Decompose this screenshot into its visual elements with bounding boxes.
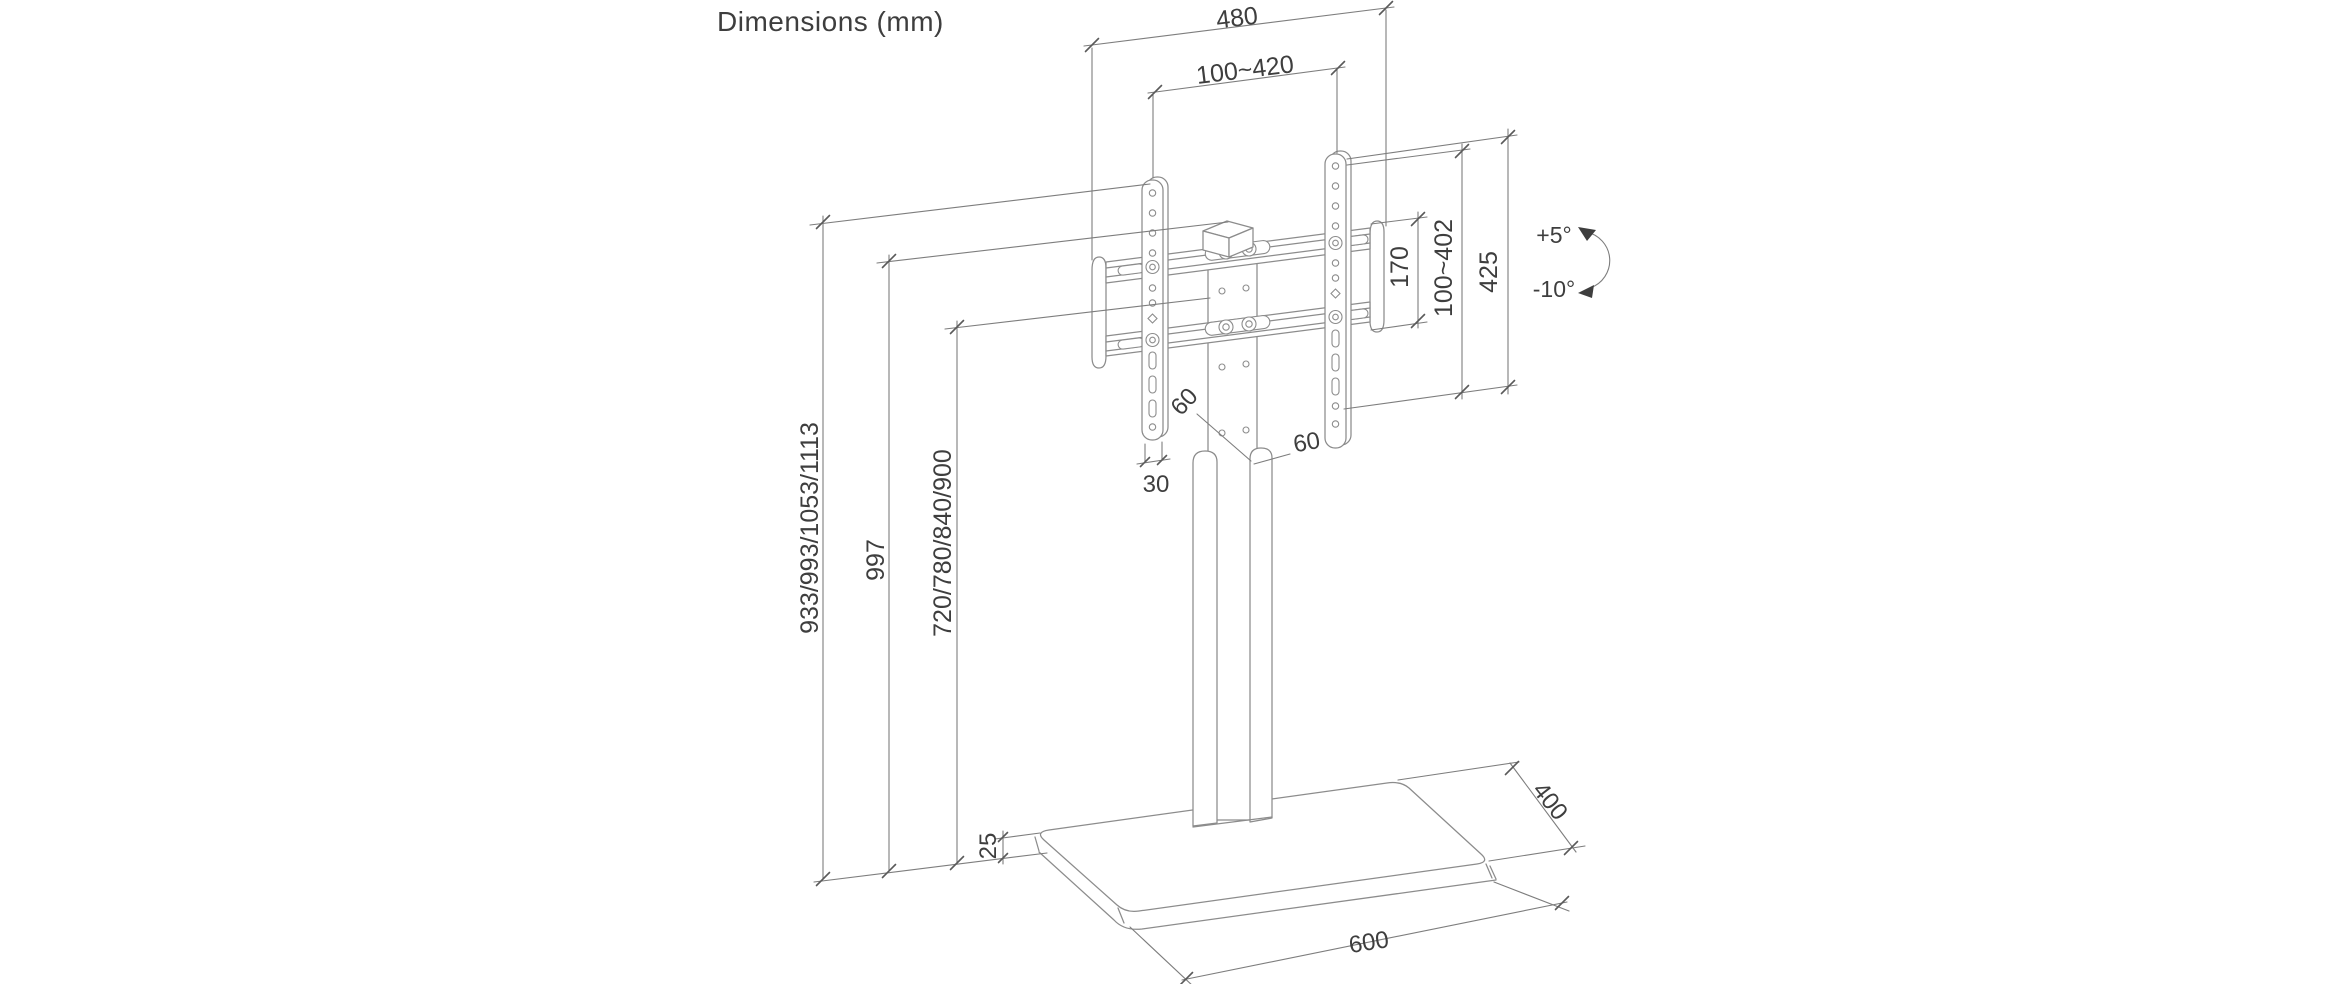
dim-column-width: 60 (1291, 427, 1322, 458)
label-tilt-down: -10° (1533, 276, 1575, 302)
vesa-strip-left (1141, 176, 1169, 441)
frame-left-cap (1091, 256, 1107, 369)
base-plate (1034, 781, 1497, 930)
dim-strip-width: 30 (1143, 471, 1170, 498)
column-shell-left (1192, 450, 1218, 827)
tilt-arrow-down-head (1578, 285, 1594, 298)
dimension-ticks (815, 0, 1579, 984)
dim-plate-height: 425 (1475, 251, 1503, 293)
dim-base-depth: 400 (1527, 777, 1573, 825)
dimension-lines (809, 6, 1586, 984)
dim-height-total: 933/993/1053/1113 (796, 422, 824, 634)
dim-vesa-width: 100~420 (1195, 50, 1296, 90)
tilt-arrow-up-head (1578, 227, 1596, 241)
vesa-strip-right (1324, 150, 1352, 449)
top-hook-box (1202, 220, 1254, 258)
dim-height-column: 997 (862, 539, 890, 581)
column-shell-right (1249, 447, 1273, 823)
dim-height-tv-center: 720/780/840/900 (929, 449, 957, 637)
dim-bracket-height: 170 (1386, 246, 1414, 288)
strip-bolt (1328, 235, 1343, 325)
diagram-title: Dimensions (mm) (717, 6, 944, 37)
column (1192, 249, 1273, 828)
strip-bolt (1145, 259, 1160, 348)
label-tilt-up: +5° (1536, 222, 1571, 248)
dim-base-width: 600 (1347, 926, 1391, 959)
tilt-arrow (1578, 227, 1611, 298)
dim-base-thickness: 25 (975, 833, 1002, 860)
dim-vesa-height: 100~402 (1430, 219, 1458, 317)
dim-width-total: 480 (1215, 2, 1260, 35)
frame-right-cap (1369, 220, 1385, 333)
